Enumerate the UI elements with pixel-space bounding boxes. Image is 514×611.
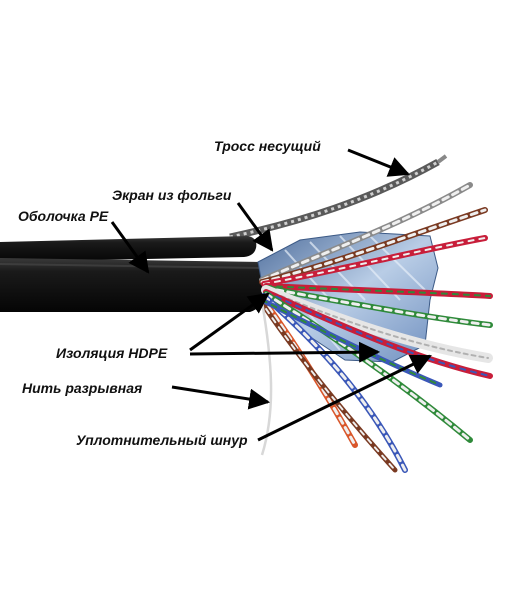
arrow-pe-jacket [110, 221, 150, 274]
label-foil-screen: Экран из фольги [112, 187, 232, 203]
arrow-hdpe-1 [189, 292, 270, 352]
arrow-messenger [347, 148, 410, 177]
label-filler-cord: Уплотнительный шнур [76, 432, 248, 448]
label-pe-jacket: Оболочка PE [18, 208, 109, 224]
label-rip-cord: Нить разрывная [22, 380, 143, 396]
rip-cord [260, 301, 273, 456]
messenger-wire [229, 154, 448, 241]
arrow-hdpe-2 [189, 341, 381, 363]
arrow-foil-screen [236, 202, 274, 252]
label-messenger: Тросс несущий [214, 138, 321, 154]
arrow-rip-cord [171, 385, 271, 410]
arrow-filler-cord [257, 354, 432, 442]
callout-arrows [110, 148, 432, 442]
messenger-sheath [0, 236, 257, 262]
label-hdpe-insulation: Изоляция HDPE [56, 345, 168, 361]
twisted-pairs [257, 182, 493, 473]
pe-jacket [0, 258, 272, 312]
